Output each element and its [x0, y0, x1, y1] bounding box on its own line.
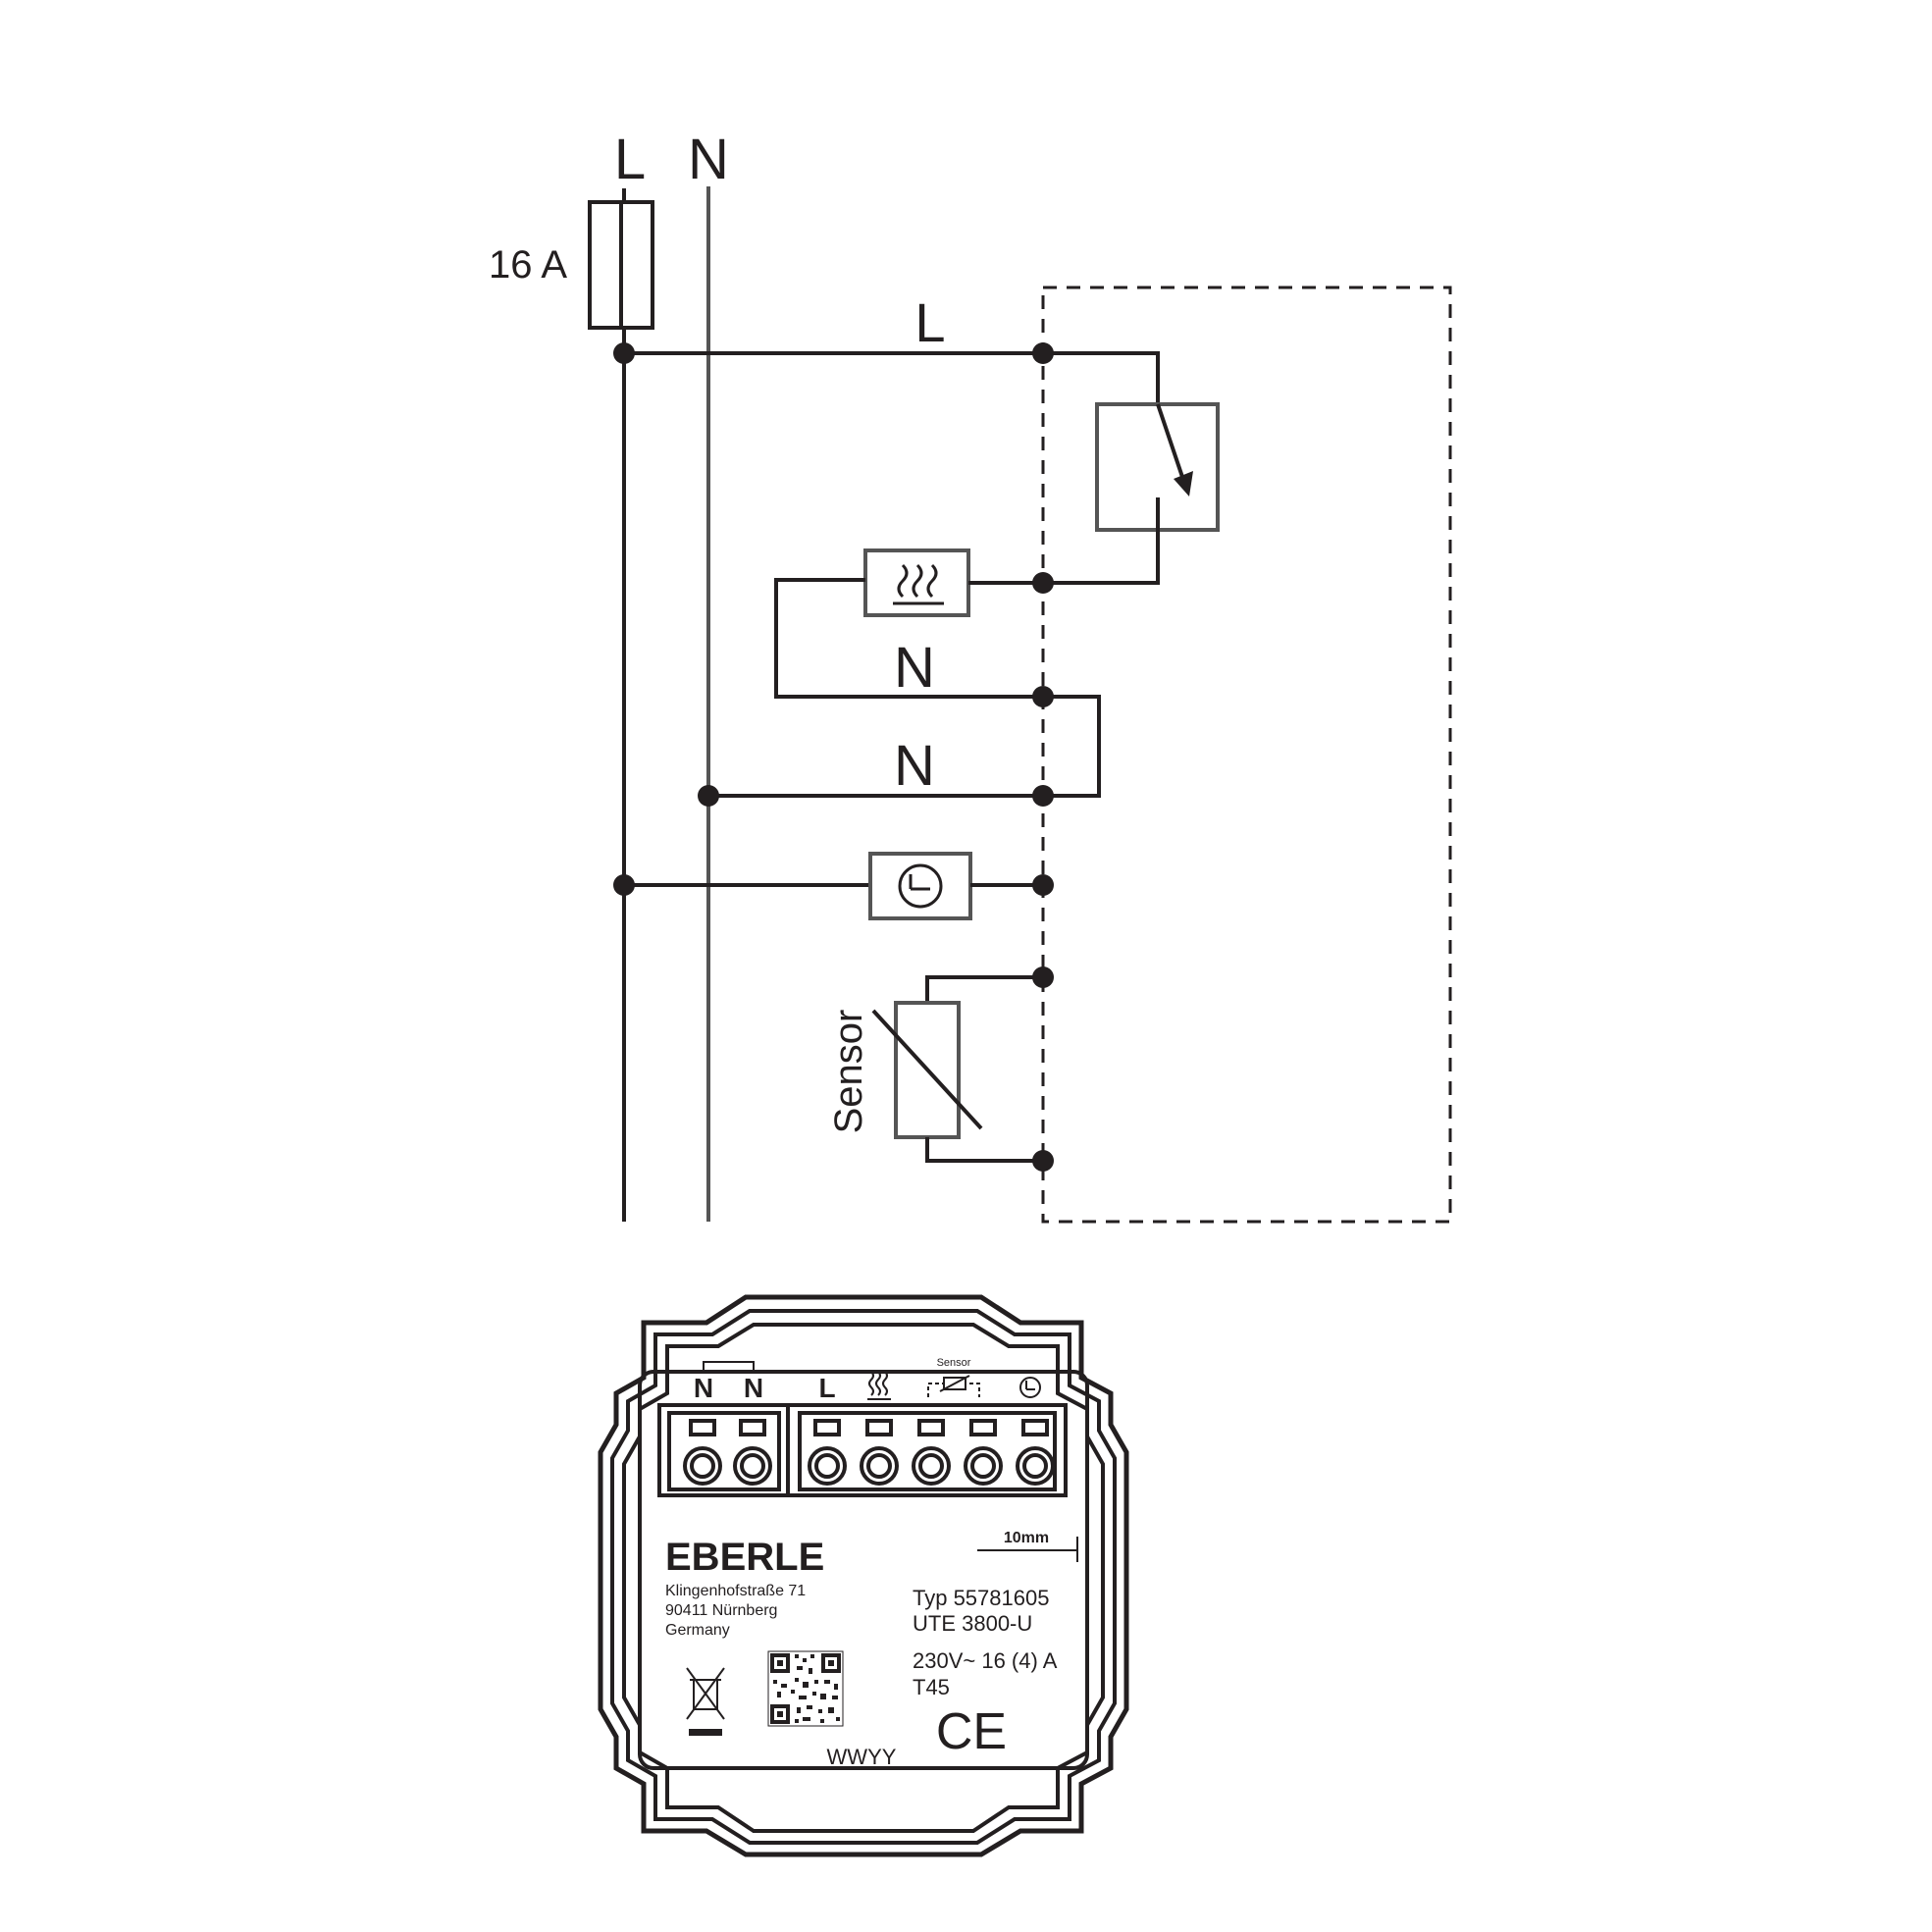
sensor-terminal-label: Sensor: [937, 1357, 971, 1369]
relay-contact: [1043, 351, 1220, 585]
model-line: UTE 3800-U: [913, 1611, 1032, 1636]
address-line-2: 90411 Nürnberg: [665, 1602, 777, 1619]
l-junction-dot: [613, 342, 635, 364]
terminal-screw-sensor-1: [912, 1419, 951, 1486]
terminal-dot-sensor-1: [1032, 966, 1054, 988]
terminal-screw-sensor-2: [964, 1419, 1003, 1486]
terminal-label-l: L: [818, 1373, 835, 1403]
terminal-dot-sensor-2: [1032, 1150, 1054, 1172]
terminal-screws: [683, 1419, 1055, 1486]
brand-logo: EBERLE: [665, 1536, 824, 1579]
supply-n-label: N: [688, 128, 729, 191]
housing-outer: [598, 1294, 1129, 1857]
address-line-1: Klingenhofstraße 71: [665, 1583, 806, 1599]
terminal-label-n2: N: [744, 1373, 763, 1403]
qr-code-icon: [767, 1650, 844, 1727]
fuse-16a: 16 A: [489, 188, 654, 330]
heating-symbol-icon: [893, 563, 944, 605]
scale-label: 10mm: [1004, 1530, 1049, 1546]
n-bridge-mark: [703, 1361, 755, 1370]
l-wire-label: L: [914, 291, 945, 353]
terminal-screw-n2: [733, 1419, 772, 1486]
scale-bar: 10mm: [977, 1530, 1078, 1562]
device-back-view: N N L Sensor: [598, 1294, 1129, 1857]
housing-inner: [622, 1323, 1105, 1833]
terminal-screw-heat: [860, 1419, 899, 1486]
inner-face: [638, 1370, 1089, 1770]
terminal-screw-clock: [1016, 1419, 1055, 1486]
terminal-screw-n1: [683, 1419, 722, 1486]
sensor-icon: [927, 1375, 980, 1397]
type-line: Typ 55781605: [913, 1586, 1049, 1610]
terminal-label-n1: N: [694, 1373, 713, 1403]
device-boundary: [1041, 286, 1452, 1224]
address-line-3: Germany: [665, 1622, 730, 1639]
timer-input: [613, 852, 1054, 920]
heating-icon: [867, 1371, 891, 1400]
heating-load: [774, 548, 1054, 699]
n-wire-label-upper: N: [894, 636, 935, 700]
temp-line: T45: [913, 1675, 950, 1699]
wiring-diagram: L N 16 A L: [489, 128, 1452, 1224]
date-code: WWYY: [827, 1745, 897, 1769]
l-junction-dot-timer: [613, 874, 635, 896]
fuse-rating-label: 16 A: [489, 243, 567, 287]
n-wire-label-lower: N: [894, 734, 935, 798]
housing-middle: [610, 1309, 1117, 1845]
sensor-element: Sensor: [827, 966, 1054, 1172]
n-bridge: [1043, 695, 1101, 798]
sensor-label: Sensor: [827, 1010, 870, 1134]
terminal-block: [657, 1403, 1068, 1497]
clock-icon: [898, 863, 943, 909]
terminal-screw-l: [808, 1419, 847, 1486]
rating-line: 230V~ 16 (4) A: [913, 1648, 1058, 1673]
clock-icon: [1019, 1377, 1041, 1398]
supply-l-label: L: [614, 128, 646, 191]
ce-mark: CE: [936, 1703, 1007, 1760]
crossed-bin-icon: [686, 1667, 725, 1736]
n-junction-dot: [698, 785, 719, 807]
